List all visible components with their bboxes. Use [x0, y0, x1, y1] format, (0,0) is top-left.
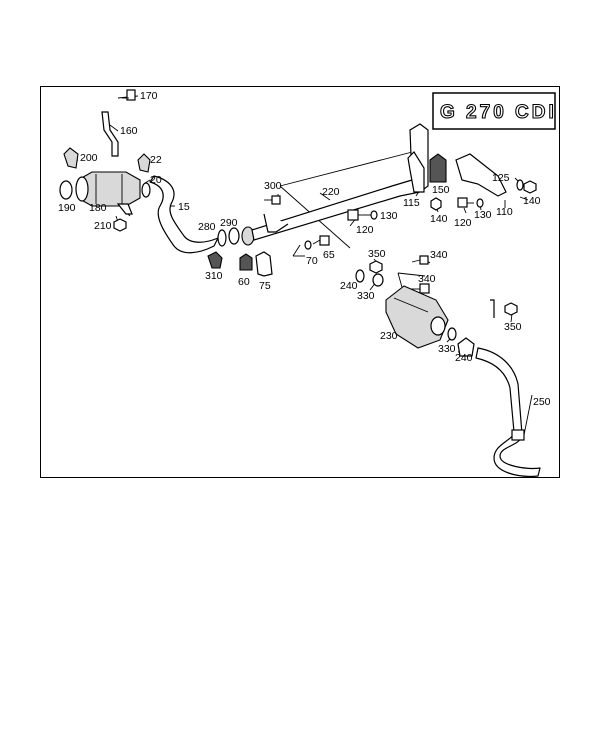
bolt-170-icon	[122, 89, 136, 101]
part-labels: 170 160 200 22 20 190 180 15 210 300 220…	[58, 90, 551, 408]
label-330-b: 330	[438, 343, 456, 355]
label-65: 65	[323, 249, 335, 261]
label-350-b: 350	[504, 321, 522, 333]
model-badge: G 270 CDI	[432, 92, 557, 130]
nut-140-a-icon	[430, 197, 442, 211]
clamp-240-b-icon	[457, 337, 475, 357]
muffler-230-icon	[385, 285, 449, 349]
label-240-b: 240	[455, 352, 473, 364]
label-350-a: 350	[368, 248, 386, 260]
label-150: 150	[432, 184, 450, 196]
washer-130-a-icon	[370, 210, 378, 220]
label-75: 75	[259, 280, 271, 292]
bolt-300-icon	[264, 195, 281, 205]
label-20: 20	[150, 174, 162, 186]
catalytic-converter-180-icon	[75, 171, 141, 215]
rubber-mount-60-icon	[239, 253, 253, 271]
bracket-75-icon	[255, 251, 273, 277]
bracket-110-icon	[455, 153, 507, 197]
parts	[59, 89, 541, 477]
bolt-120-b-icon	[457, 197, 474, 208]
label-70: 70	[306, 255, 318, 267]
ring-280-icon	[217, 229, 227, 247]
label-190: 190	[58, 202, 76, 214]
label-210: 210	[94, 220, 112, 232]
label-130-a: 130	[380, 210, 398, 222]
label-180: 180	[89, 202, 107, 214]
washer-70-icon	[304, 240, 312, 250]
ring-20-icon	[141, 182, 151, 198]
label-300: 300	[264, 180, 282, 192]
nut-350-a-icon	[369, 260, 383, 274]
label-130-b: 130	[474, 209, 492, 221]
bracket-160-icon	[101, 111, 119, 157]
label-140-a: 140	[430, 213, 448, 225]
nut-350-b-icon	[504, 302, 518, 316]
washer-130-b-icon	[476, 198, 484, 208]
label-200: 200	[80, 152, 98, 164]
label-330-a: 330	[357, 290, 375, 302]
label-170: 170	[140, 90, 158, 102]
label-280: 280	[198, 221, 216, 233]
label-110: 110	[496, 206, 513, 218]
bolt-65-icon	[312, 235, 330, 246]
label-22: 22	[150, 154, 162, 166]
ring-240-a-icon	[355, 269, 365, 283]
nut-210-icon	[113, 218, 127, 232]
label-120-a: 120	[356, 224, 374, 236]
ring-330-b-icon	[447, 327, 457, 341]
ring-330-a-icon	[372, 273, 384, 287]
tail-pipe-250-icon	[475, 299, 541, 477]
front-pipe-15-icon	[149, 175, 219, 254]
label-230: 230	[380, 330, 398, 342]
clamp-22-icon	[137, 153, 151, 173]
label-290: 290	[220, 217, 238, 229]
label-15: 15	[178, 201, 190, 213]
label-125: 125	[492, 172, 510, 184]
label-140-b: 140	[523, 195, 541, 207]
label-160: 160	[120, 125, 138, 137]
label-340-a: 340	[430, 249, 448, 261]
rubber-mount-150-icon	[429, 153, 447, 183]
label-240-a: 240	[340, 280, 358, 292]
bracket-115-icon	[407, 151, 425, 193]
label-115: 115	[403, 197, 420, 209]
label-340-b: 340	[418, 273, 436, 285]
seal-ring-190-icon	[59, 180, 73, 200]
label-60: 60	[238, 276, 250, 288]
leader-lines	[71, 95, 533, 441]
model-badge-text: G 270 CDI	[440, 102, 557, 123]
diagram-frame	[40, 86, 560, 478]
bolt-120-a-icon	[347, 209, 366, 221]
clamp-290-icon	[228, 227, 240, 245]
nut-140-b-icon	[523, 180, 537, 194]
label-250: 250	[533, 396, 551, 408]
label-120-b: 120	[454, 217, 472, 229]
label-310: 310	[205, 270, 223, 282]
washer-125-icon	[516, 179, 524, 191]
label-220: 220	[322, 186, 340, 198]
clamp-200-icon	[63, 147, 79, 169]
bolt-340-a-icon	[411, 255, 429, 265]
bushing-310-icon	[207, 251, 223, 269]
